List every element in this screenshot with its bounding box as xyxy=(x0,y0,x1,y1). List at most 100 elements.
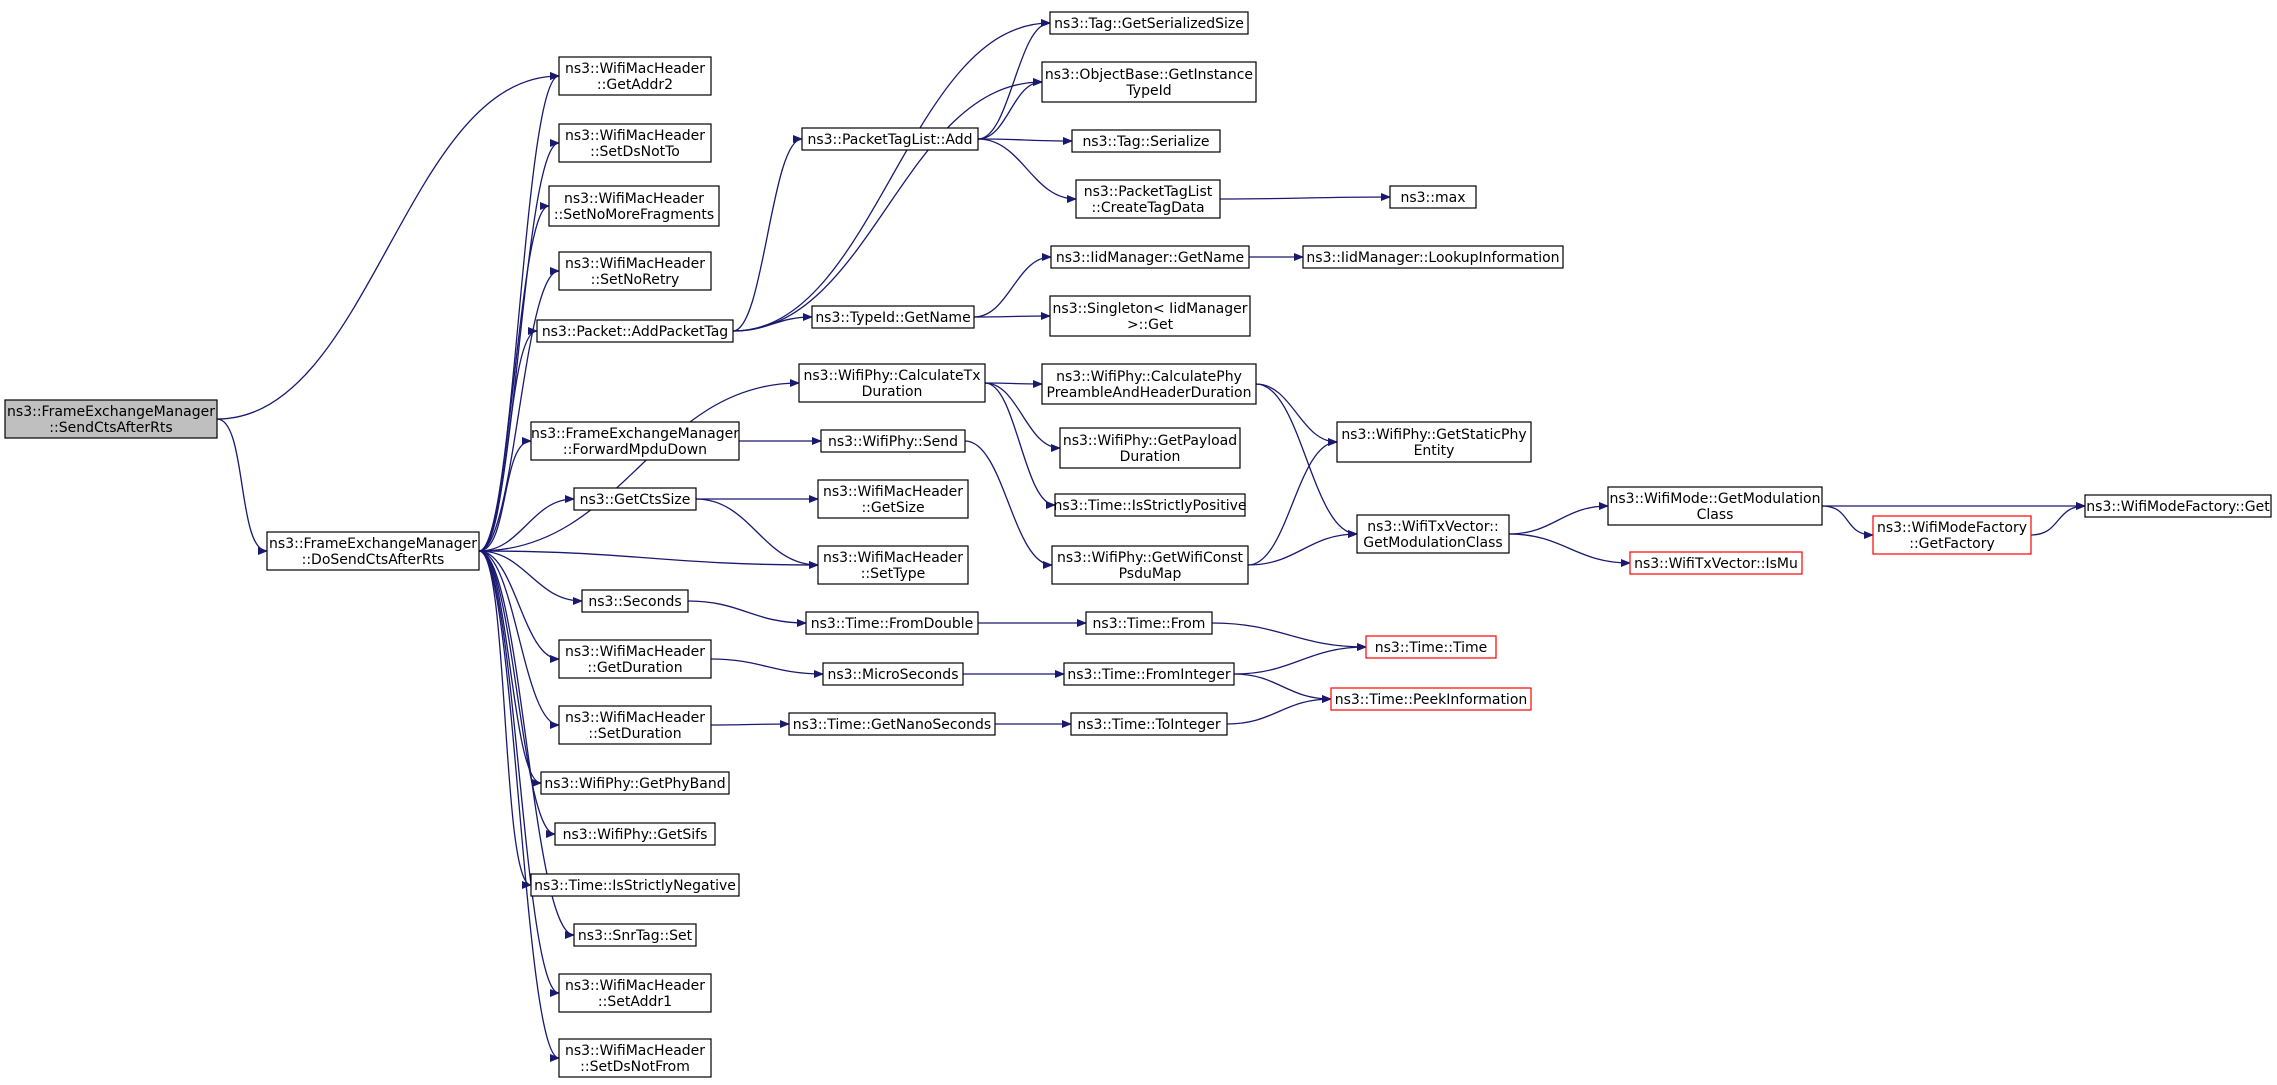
call-edge xyxy=(478,550,556,838)
node-frame-exchange-manager-send-cts-after-rts[interactable]: ns3::FrameExchangeManager::SendCtsAfterR… xyxy=(4,399,218,439)
node-label: ns3::FrameExchangeManager xyxy=(531,426,739,442)
node-time-time[interactable]: ns3::Time::Time xyxy=(1365,635,1497,659)
node-wifi-mac-header-set-addr1[interactable]: ns3::WifiMacHeader::SetAddr1 xyxy=(558,973,712,1013)
node-box xyxy=(1302,245,1564,269)
node-box xyxy=(558,1038,712,1078)
node-label: ns3::WifiModeFactory xyxy=(1877,520,2027,536)
node-wifi-phy-get-phy-band[interactable]: ns3::WifiPhy::GetPhyBand xyxy=(540,771,730,795)
node-time-from-double[interactable]: ns3::Time::FromDouble xyxy=(805,611,979,635)
node-label: ns3::WifiPhy::GetPayload xyxy=(1063,433,1237,449)
node-label: ns3::WifiPhy::GetWifiConst xyxy=(1057,550,1243,566)
node-box xyxy=(1330,687,1532,711)
node-label: ::DoSendCtsAfterRts xyxy=(302,552,445,568)
node-label: ns3::WifiMacHeader xyxy=(565,1043,705,1059)
node-wifi-tx-vector-get-modulation-class[interactable]: ns3::WifiTxVector::GetModulationClass xyxy=(1356,514,1510,554)
node-box xyxy=(536,319,734,343)
node-wifi-mode-get-modulation-class[interactable]: ns3::WifiMode::GetModulationClass xyxy=(1607,486,1823,526)
call-edge xyxy=(478,550,819,569)
node-get-cts-size[interactable]: ns3::GetCtsSize xyxy=(573,487,697,511)
node-label: ::GetFactory xyxy=(1909,536,1995,552)
node-type-id-get-name[interactable]: ns3::TypeId::GetName xyxy=(811,305,975,329)
node-box xyxy=(1051,545,1249,585)
node-label: ::SetType xyxy=(861,566,926,582)
node-label: TypeId xyxy=(1125,83,1171,99)
node-label: ns3::PacketTagList::Add xyxy=(807,132,972,148)
node-wifi-mac-header-set-no-more-fragments[interactable]: ns3::WifiMacHeader::SetNoMoreFragments xyxy=(548,185,720,227)
node-box xyxy=(530,873,740,897)
node-time-peek-information[interactable]: ns3::Time::PeekInformation xyxy=(1330,687,1532,711)
node-box xyxy=(2084,494,2272,518)
node-packet-tag-list-add[interactable]: ns3::PacketTagList::Add xyxy=(801,127,979,151)
node-box xyxy=(558,973,712,1013)
node-box xyxy=(558,123,712,163)
node-micro-seconds[interactable]: ns3::MicroSeconds xyxy=(822,662,964,686)
node-packet-add-packet-tag[interactable]: ns3::Packet::AddPacketTag xyxy=(536,319,734,343)
node-label: ns3::Packet::AddPacketTag xyxy=(542,324,728,340)
node-packet-tag-list-create-tag-data[interactable]: ns3::PacketTagList::CreateTagData xyxy=(1075,179,1221,219)
node-frame-exchange-manager-do-send-cts-after-rts[interactable]: ns3::FrameExchangeManager::DoSendCtsAfte… xyxy=(266,531,480,571)
node-box xyxy=(1389,185,1477,209)
node-box xyxy=(817,479,969,519)
node-label: ns3::WifiMacHeader xyxy=(565,128,705,144)
node-max[interactable]: ns3::max xyxy=(1389,185,1477,209)
node-wifi-tx-vector-is-mu[interactable]: ns3::WifiTxVector::IsMu xyxy=(1629,551,1803,575)
node-wifi-mode-factory-get-factory[interactable]: ns3::WifiModeFactory::GetFactory xyxy=(1872,515,2032,555)
node-wifi-mac-header-get-addr2[interactable]: ns3::WifiMacHeader::GetAddr2 xyxy=(558,56,712,96)
node-time-to-integer[interactable]: ns3::Time::ToInteger xyxy=(1070,712,1228,736)
node-time-from-integer[interactable]: ns3::Time::FromInteger xyxy=(1063,662,1235,686)
node-wifi-mac-header-get-size[interactable]: ns3::WifiMacHeader::GetSize xyxy=(817,479,969,519)
node-label: ::SetDsNotFrom xyxy=(580,1059,690,1075)
node-iid-manager-get-name[interactable]: ns3::IidManager::GetName xyxy=(1050,245,1250,269)
node-wifi-mac-header-set-ds-not-to[interactable]: ns3::WifiMacHeader::SetDsNotTo xyxy=(558,123,712,163)
node-snr-tag-set[interactable]: ns3::SnrTag::Set xyxy=(573,923,697,947)
call-edge xyxy=(973,312,1051,321)
call-edge xyxy=(478,550,560,997)
node-box xyxy=(1607,486,1823,526)
call-edge xyxy=(973,253,1052,318)
node-wifi-phy-calculate-phy-preamble-and-header-duration[interactable]: ns3::WifiPhy::CalculatePhyPreambleAndHea… xyxy=(1041,363,1257,405)
node-time-get-nano-seconds[interactable]: ns3::Time::GetNanoSeconds xyxy=(788,712,996,736)
node-box xyxy=(1365,635,1497,659)
node-wifi-mac-header-set-type[interactable]: ns3::WifiMacHeader::SetType xyxy=(817,545,969,585)
node-singleton-iid-manager-get[interactable]: ns3::Singleton< IidManager>::Get xyxy=(1049,295,1251,337)
node-time-is-strictly-positive[interactable]: ns3::Time::IsStrictlyPositive xyxy=(1054,493,1247,517)
node-wifi-mac-header-set-no-retry[interactable]: ns3::WifiMacHeader::SetNoRetry xyxy=(558,251,712,291)
node-box xyxy=(788,712,996,736)
node-label: ::ForwardMpduDown xyxy=(563,442,707,458)
call-edge xyxy=(1233,673,1332,703)
node-box xyxy=(1629,551,1803,575)
node-wifi-mac-header-set-ds-not-from[interactable]: ns3::WifiMacHeader::SetDsNotFrom xyxy=(558,1038,712,1078)
node-time-is-strictly-negative[interactable]: ns3::Time::IsStrictlyNegative xyxy=(530,873,740,897)
node-seconds[interactable]: ns3::Seconds xyxy=(581,589,689,613)
node-box xyxy=(4,399,218,439)
node-label: ns3::Tag::GetSerializedSize xyxy=(1054,16,1244,32)
node-time-from[interactable]: ns3::Time::From xyxy=(1085,611,1213,635)
call-edge xyxy=(1211,622,1367,651)
node-label: ns3::WifiMode::GetModulation xyxy=(1610,491,1821,507)
node-tag-serialize[interactable]: ns3::Tag::Serialize xyxy=(1071,129,1221,153)
call-edge xyxy=(478,550,560,663)
node-tag-get-serialized-size[interactable]: ns3::Tag::GetSerializedSize xyxy=(1049,11,1249,35)
node-wifi-mac-header-set-duration[interactable]: ns3::WifiMacHeader::SetDuration xyxy=(558,705,712,745)
node-wifi-phy-get-sifs[interactable]: ns3::WifiPhy::GetSifs xyxy=(554,822,716,846)
node-iid-manager-lookup-information[interactable]: ns3::IidManager::LookupInformation xyxy=(1302,245,1564,269)
node-label: ns3::Time::IsStrictlyNegative xyxy=(534,878,736,894)
node-frame-exchange-manager-forward-mpdu-down[interactable]: ns3::FrameExchangeManager::ForwardMpduDo… xyxy=(530,421,740,461)
node-label: ns3::Time::Time xyxy=(1375,640,1487,656)
call-edge xyxy=(710,720,790,729)
node-wifi-phy-send[interactable]: ns3::WifiPhy::Send xyxy=(820,429,966,453)
node-label: ns3::Time::IsStrictlyPositive xyxy=(1054,498,1247,514)
call-edge xyxy=(732,313,813,332)
node-box xyxy=(540,771,730,795)
node-label: ::SetDuration xyxy=(588,726,681,742)
node-wifi-mac-header-get-duration[interactable]: ns3::WifiMacHeader::GetDuration xyxy=(558,639,712,679)
node-wifi-mode-factory-get[interactable]: ns3::WifiModeFactory::Get xyxy=(2084,494,2272,518)
node-box xyxy=(1049,11,1249,35)
call-edge xyxy=(478,437,532,552)
node-box xyxy=(558,639,712,679)
